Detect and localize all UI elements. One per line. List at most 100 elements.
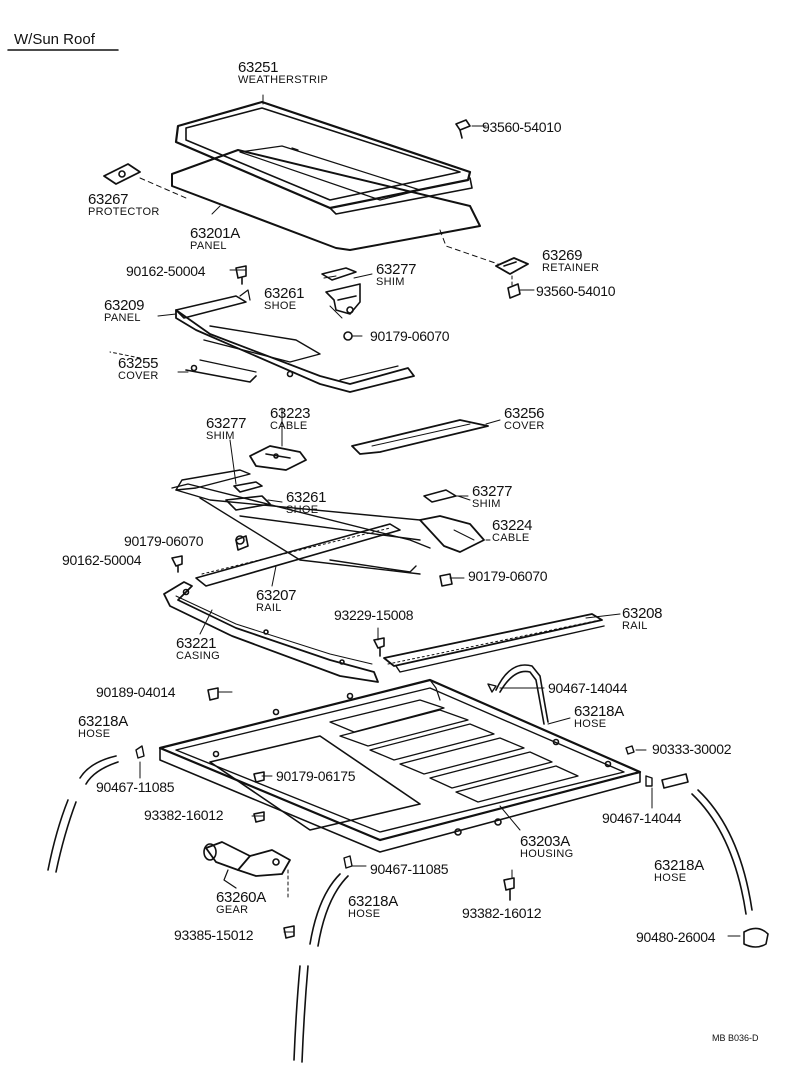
part-label-63208: 63208 RAIL (622, 605, 663, 632)
part-number: 63203A (520, 833, 570, 850)
part-name: HOSE (348, 908, 381, 920)
part-number: 63223 (270, 405, 311, 422)
part-name: CABLE (270, 420, 308, 432)
part-number: 63277 (376, 261, 417, 278)
part-label-63267: 63267 PROTECTOR (88, 192, 160, 218)
bottom-fasteners-drawing (253, 771, 769, 948)
part-number: 63218A (78, 713, 128, 730)
part-label-63207: 63207 RAIL (256, 587, 297, 614)
part-number: 63267 (88, 191, 129, 208)
part-number: 63256 (504, 405, 545, 422)
part-name: RAIL (256, 602, 282, 614)
document-code: MB B036-D (712, 1033, 759, 1043)
fastener-label: 90467-11085 (370, 861, 449, 877)
part-name: RAIL (622, 620, 648, 632)
cover-right-drawing (351, 419, 489, 455)
retainer-drawing (439, 229, 529, 287)
part-number: 63277 (472, 483, 513, 500)
part-name: SHIM (376, 276, 405, 288)
part-name: SHOE (264, 300, 297, 312)
part-label-63218A-top-right: 63218A HOSE (574, 704, 624, 730)
fastener-label: 90162-50004 (126, 263, 206, 279)
fastener-label: 90333-30002 (652, 741, 732, 757)
part-number: 63218A (574, 703, 624, 720)
part-label-63261-upper: 63261 SHOE (264, 285, 305, 312)
casing-drawing (163, 581, 379, 683)
part-name: HOUSING (520, 848, 574, 860)
fastener-label: 90467-11085 (96, 779, 175, 795)
part-label-63209: 63209 PANEL (104, 297, 145, 324)
shim-left-drawing (233, 481, 263, 493)
fastener-label: 90179-06070 (468, 568, 548, 584)
fastener-label: 93229-15008 (334, 607, 414, 623)
part-name: CABLE (492, 532, 530, 544)
fastener-label: 93385-15012 (174, 927, 254, 943)
fastener-label: 90480-26004 (636, 929, 716, 945)
fastener-label: 90179-06070 (370, 328, 450, 344)
part-name: HOSE (78, 728, 111, 740)
fastener-label: 90179-06070 (124, 533, 204, 549)
part-number: 63221 (176, 635, 217, 652)
part-label-63218A-right: 63218A HOSE (654, 858, 704, 884)
part-name: SHOE (286, 504, 319, 516)
rail-right-drawing (383, 613, 605, 673)
top-fasteners-drawing (235, 119, 521, 299)
part-name: HOSE (574, 718, 607, 730)
leader-lines (139, 125, 741, 937)
part-label-63277-left: 63277 SHIM (206, 415, 247, 442)
part-number: 63209 (104, 297, 145, 314)
part-number: 63207 (256, 587, 297, 604)
part-label-63255: 63255 COVER (118, 356, 159, 382)
shim-right-drawing (423, 489, 457, 503)
part-name: WEATHERSTRIP (238, 74, 329, 86)
frame-panel-drawing (109, 289, 415, 393)
part-number: 63224 (492, 517, 533, 534)
part-name: GEAR (216, 904, 249, 916)
part-name: RETAINER (542, 262, 600, 274)
part-label-63218A-left: 63218A HOSE (78, 714, 128, 740)
part-label-63260A: 63260A GEAR (216, 890, 266, 916)
fastener-label: 90179-06175 (276, 768, 356, 784)
part-label-63218A-bottom: 63218A HOSE (348, 894, 398, 920)
part-label-63269: 63269 RETAINER (542, 248, 599, 274)
part-number: 63261 (286, 489, 327, 506)
fastener-label: 93382-16012 (144, 807, 224, 823)
fastener-label: 93382-16012 (462, 905, 542, 921)
part-number: 63277 (206, 415, 247, 432)
part-name: PANEL (190, 240, 227, 252)
fastener-label: 90189-04014 (96, 684, 176, 700)
part-name: COVER (118, 370, 159, 382)
protector-drawing (103, 163, 187, 199)
hoses-drawing (47, 664, 753, 1063)
fastener-label: 90467-14044 (548, 680, 628, 696)
glass-panel-drawing (171, 145, 481, 251)
fastener-label: 93560-54010 (536, 283, 616, 299)
part-label-63261-mid: 63261 SHOE (286, 489, 327, 516)
part-label-63203A: 63203A HOUSING (520, 834, 573, 860)
part-label-63201A: 63201A PANEL (190, 226, 240, 252)
housing-drawing (158, 678, 642, 853)
part-number: 63261 (264, 285, 305, 302)
part-label-63277-upper: 63277 SHIM (376, 261, 417, 288)
part-label-63277-right: 63277 SHIM (472, 483, 513, 510)
part-name: PROTECTOR (88, 206, 160, 218)
weatherstrip-drawing (174, 94, 473, 215)
part-label-63224: 63224 CABLE (492, 517, 533, 544)
page-title: W/Sun Roof (14, 31, 95, 48)
part-number: 63218A (654, 857, 704, 874)
part-number: 63208 (622, 605, 663, 622)
shim-upper-drawing (321, 267, 357, 281)
part-number: 63218A (348, 893, 398, 910)
part-label-63223: 63223 CABLE (270, 405, 311, 432)
part-number: 63269 (542, 247, 583, 264)
mid-fasteners-drawing (171, 535, 453, 701)
part-label-63251: 63251 WEATHERSTRIP (238, 60, 328, 86)
part-number: 63255 (118, 355, 159, 372)
fastener-label: 93560-54010 (482, 119, 562, 135)
gear-motor-drawing (203, 841, 291, 901)
part-number: 63251 (238, 59, 279, 76)
fastener-label: 90467-14044 (602, 810, 682, 826)
part-name: SHIM (206, 430, 235, 442)
part-name: CASING (176, 650, 220, 662)
